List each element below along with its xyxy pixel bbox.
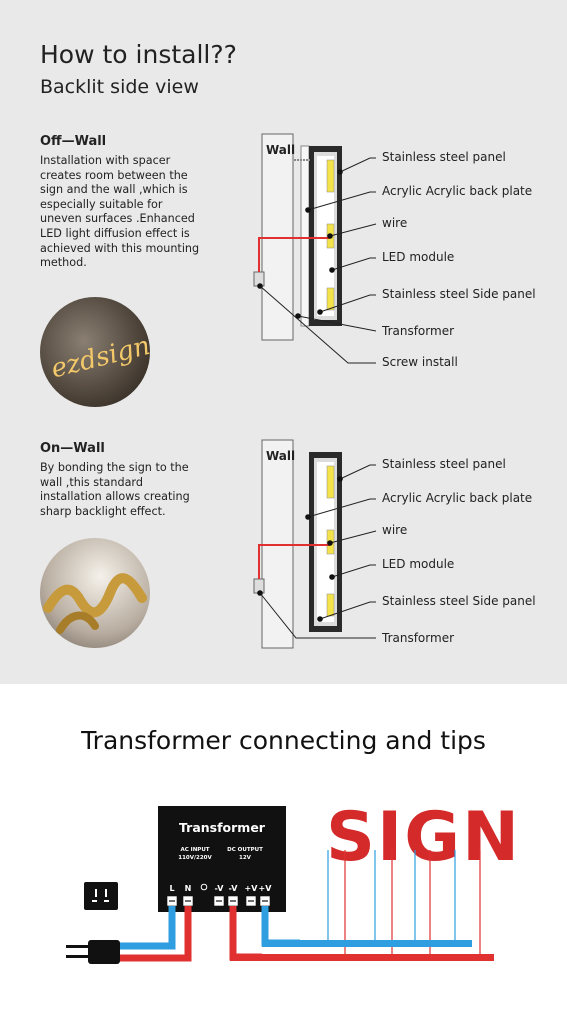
transformer-box [158,806,286,912]
transformer-section-title: Transformer connecting and tips [81,726,486,755]
wall-socket-icon [84,882,118,910]
terminal-label-v-neg-1: -V [215,884,225,893]
off-wall-label-side-panel: Stainless steel Side panel [382,287,536,301]
neutral-input-wire [108,906,192,962]
page-title: How to install?? [40,40,237,69]
off-wall-label-led-module: LED module [382,250,455,264]
off-wall-label-transformer: Transformer [382,324,455,338]
terminal-label-n: N [185,884,192,893]
negative-output-wire [229,906,262,961]
on-wall-label-led-module: LED module [382,557,455,571]
on-wall-description: By bonding the sign to the wall ,this st… [40,461,190,518]
off-wall-diagram: Wall [253,133,377,364]
on-wall-label-wire: wire [382,523,408,537]
side-view-diagrams: Wall Wall [253,133,377,649]
off-wall-photo: ezdsign [40,297,150,407]
page-subtitle: Backlit side view [40,76,199,98]
red-rail [230,954,494,961]
off-wall-cavity [317,156,334,316]
ground-icon [200,883,208,891]
off-wall-label-stainless-steel-panel: Stainless steel panel [382,150,506,164]
on-wall-wall-label: Wall [266,449,295,463]
off-wall-led-1 [326,159,335,193]
on-wall-cavity [317,462,334,622]
terminal-label-v-pos-1: +V [245,884,259,893]
off-wall-label-wire: wire [382,216,408,230]
on-wall-label-acrylic-back-plate: Acrylic Acrylic back plate [382,491,533,505]
ac-input-voltage: 110V/220V [178,855,212,861]
terminal-label-v-neg-2: -V [229,884,239,893]
on-wall-photo [40,538,150,648]
off-wall-wall-label: Wall [266,143,295,157]
plug-icon [88,940,120,964]
on-wall-diagram: Wall [253,439,377,649]
blue-rail [262,940,472,947]
off-wall-wire [258,237,330,272]
on-wall-led-3 [326,593,335,617]
on-wall-wire [258,544,330,579]
dc-output-voltage: 12V [239,855,252,861]
on-wall-label-stainless-steel-panel: Stainless steel panel [382,457,506,471]
on-wall-led-1 [326,465,335,499]
on-wall-label-side-panel: Stainless steel Side panel [382,594,536,608]
terminal-label-v-pos-2: +V [259,884,273,893]
off-wall-label-screw-install: Screw install [382,355,458,369]
off-wall-description: Installation with spacer creates room be… [40,154,200,270]
dc-output-label: DC OUTPUT [227,847,263,853]
off-wall-title: Off—Wall [40,134,107,149]
off-wall-label-acrylic-back-plate: Acrylic Acrylic back plate [382,184,533,198]
transformer-box-title: Transformer [179,820,266,835]
sign-text: SIGN [326,798,521,877]
off-wall-spacer [300,145,310,327]
positive-output-wire [261,906,300,947]
terminal-label-l: L [169,884,174,893]
on-wall-label-transformer: Transformer [382,631,455,645]
live-input-wire [108,906,176,950]
on-wall-title: On—Wall [40,441,105,456]
ac-input-label: AC INPUT [180,847,209,853]
off-wall-led-3 [326,287,335,311]
